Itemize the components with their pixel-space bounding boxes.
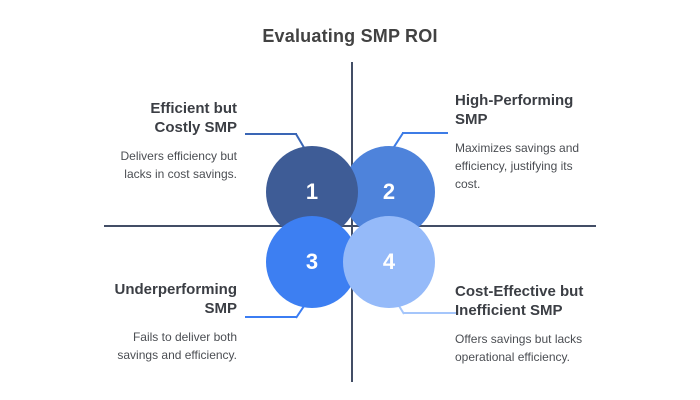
vertical-axis-line (351, 62, 353, 382)
quadrant-top-left-heading: Efficient but Costly SMP (150, 100, 237, 137)
quadrant-bottom-right: Cost-Effective but Inefficient SMP Offer… (455, 282, 613, 366)
connector-bottom-right-horizontal (404, 312, 457, 314)
circle-2-number: 2 (382, 179, 396, 204)
quadrant-bottom-left-description: Fails to deliver both savings and effici… (117, 330, 237, 363)
circle-4: 4 (343, 216, 435, 308)
horizontal-axis-line (104, 225, 596, 227)
connector-bottom-left-horizontal (245, 316, 297, 318)
quadrant-top-right: High-Performing SMP Maximizes savings an… (455, 91, 613, 193)
circle-4-number: 4 (382, 249, 396, 274)
quadrant-top-left: Efficient but Costly SMP Delivers effici… (79, 99, 238, 183)
circle-1-number: 1 (305, 179, 319, 204)
quadrant-top-left-description: Delivers efficiency but lacks in cost sa… (120, 149, 238, 182)
quadrant-top-right-description: Maximizes savings and efficiency, justif… (455, 141, 580, 192)
quadrant-bottom-right-description: Offers savings but lacks operational eff… (455, 332, 583, 365)
quadrant-top-right-heading: High-Performing SMP (455, 92, 574, 129)
connector-top-left-horizontal (245, 133, 297, 135)
diagram-title: Evaluating SMP ROI (262, 26, 438, 46)
quadrant-bottom-left-heading: Underperforming SMP (114, 281, 237, 318)
circle-3: 3 (266, 216, 358, 308)
quadrant-bottom-right-heading: Cost-Effective but Inefficient SMP (455, 283, 584, 320)
quadrant-bottom-left: Underperforming SMP Fails to deliver bot… (79, 280, 237, 364)
circle-3-number: 3 (305, 249, 319, 274)
connector-top-right-horizontal (402, 132, 448, 134)
